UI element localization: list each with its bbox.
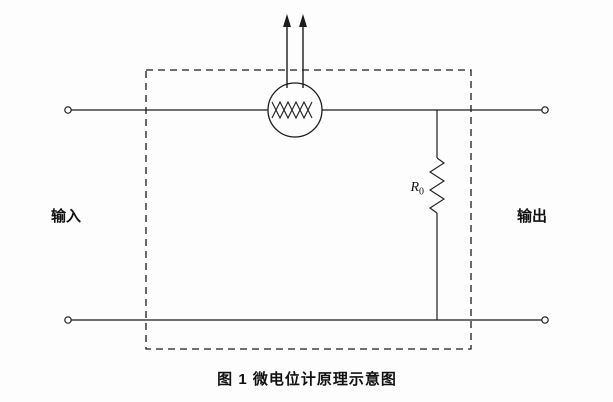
input-label: 输入 — [51, 207, 81, 225]
resistor-label: R0 — [409, 180, 424, 198]
terminal-bottom-right — [541, 316, 549, 324]
terminal-top-right — [541, 106, 549, 114]
radiation-arrow-right-head — [299, 14, 307, 27]
detector-zigzag-b — [271, 100, 313, 120]
resistor-label-subscript: 0 — [419, 187, 424, 198]
radiation-arrow-left-head — [283, 14, 291, 27]
resistor-label-base: R — [409, 180, 419, 195]
resistor-zigzag — [428, 157, 446, 214]
radiation-arrows-icon — [283, 14, 307, 88]
detector-circle — [267, 82, 323, 138]
terminal-top-left — [64, 106, 72, 114]
terminal-bottom-left — [64, 316, 72, 324]
dashed-enclosure — [145, 69, 472, 350]
thermal-detector-icon — [267, 82, 323, 138]
output-label: 输出 — [517, 207, 547, 225]
figure-caption: 图 1 微电位计原理示意图 — [217, 370, 397, 388]
resistor-r0 — [428, 110, 446, 320]
